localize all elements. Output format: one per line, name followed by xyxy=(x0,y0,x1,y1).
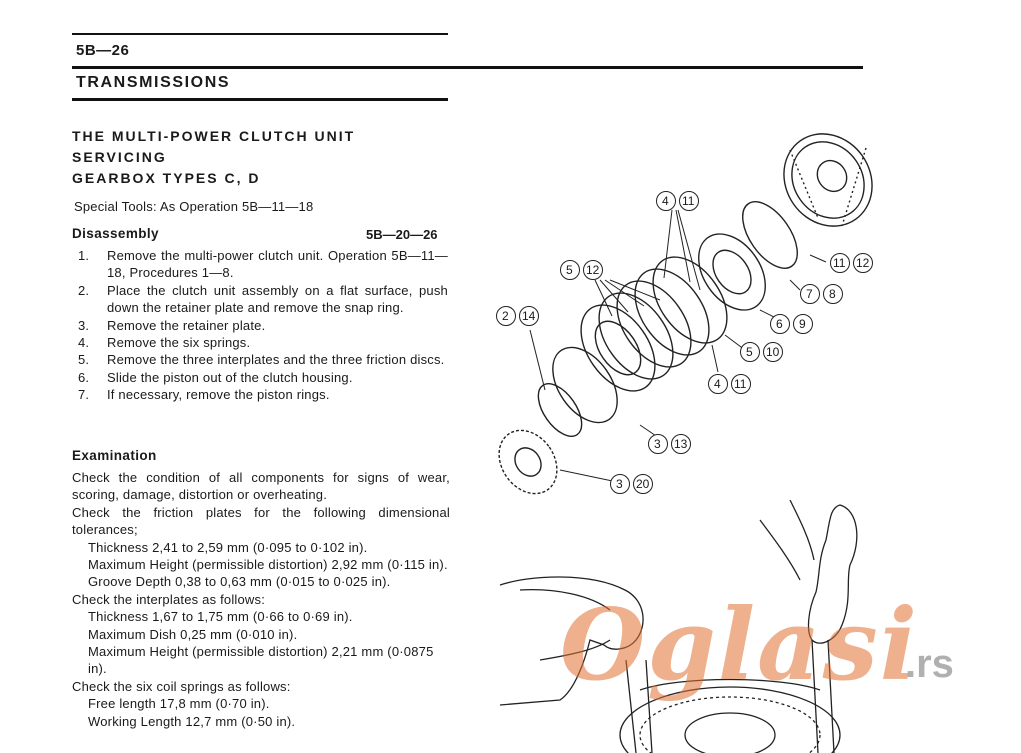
callout-circles xyxy=(830,253,873,273)
friction-max-height: Maximum Height (permissible distortion) … xyxy=(88,557,448,573)
hand-illustration xyxy=(499,500,858,753)
clutch-housing xyxy=(783,133,873,227)
callout-circles xyxy=(770,314,813,334)
examination-title: Examination xyxy=(72,448,157,463)
watermark-logo: Oglasi xyxy=(560,588,920,703)
spring-working-length: Working Length 12,7 mm (0·50 in). xyxy=(88,713,296,729)
top-rule xyxy=(72,33,448,35)
callout-circles xyxy=(708,374,751,394)
exam-paragraph: Check the six coil springs as follows: xyxy=(72,678,291,694)
disassembly-steps: 1.Remove the multi-power clutch unit. Op… xyxy=(78,247,448,404)
spring-free-length: Free length 17,8 mm (0·70 in). xyxy=(88,696,270,712)
step-item: 5.Remove the three interplates and the t… xyxy=(78,352,445,368)
step-item: 7.If necessary, remove the piston rings. xyxy=(78,387,330,403)
step-item: 2.Place the clutch unit assembly on a fl… xyxy=(78,282,448,316)
heading-line-2: SERVICING xyxy=(72,149,167,165)
page-number: 5B—26 xyxy=(76,42,130,59)
disassembly-title: Disassembly xyxy=(72,226,159,241)
step-item: 6.Slide the piston out of the clutch hou… xyxy=(78,369,353,385)
watermark-suffix: .rs xyxy=(905,642,954,686)
friction-groove-depth: Groove Depth 0,38 to 0,63 mm (0·015 to 0… xyxy=(88,574,391,590)
special-tools: Special Tools: As Operation 5B—11—18 xyxy=(74,199,314,214)
heading-line-3: GEARBOX TYPES C, D xyxy=(72,170,261,186)
leader-lines xyxy=(529,209,827,484)
callout-circles xyxy=(610,474,653,494)
interplate-thickness: Thickness 1,67 to 1,75 mm (0·66 to 0·69 … xyxy=(88,609,353,625)
exam-paragraph: Check the interplates as follows: xyxy=(72,591,266,607)
examination-body: Check the condition of all components fo… xyxy=(72,469,450,730)
section-rule xyxy=(72,98,448,101)
piston xyxy=(552,346,618,424)
operation-number: 5B—20—26 xyxy=(366,227,438,242)
callout-circles xyxy=(648,434,691,454)
piston-ring xyxy=(537,383,583,437)
step-item: 1.Remove the multi-power clutch unit. Op… xyxy=(78,248,448,281)
snap-ring xyxy=(742,201,798,269)
callout-circles xyxy=(800,284,843,304)
callout-circles xyxy=(560,260,603,280)
drive-gear xyxy=(498,429,558,495)
step-item: 4.Remove the six springs. xyxy=(78,335,251,351)
callout-circles xyxy=(740,342,783,362)
heading-line-1: THE MULTI-POWER CLUTCH UNIT xyxy=(72,128,356,144)
section-title: TRANSMISSIONS xyxy=(76,74,231,91)
step-item: 3.Remove the retainer plate. xyxy=(78,317,266,333)
operation-heading: THE MULTI-POWER CLUTCH UNIT SERVICING GE… xyxy=(72,126,355,189)
callout-circles xyxy=(656,191,699,211)
interplate-max-height: Maximum Height (permissible distortion) … xyxy=(88,644,434,677)
exam-paragraph: Check the friction plates for the follow… xyxy=(72,504,450,538)
plate-stack xyxy=(580,256,728,392)
callout-circles xyxy=(496,306,539,326)
friction-thickness: Thickness 2,41 to 2,59 mm (0·095 to 0·10… xyxy=(88,539,368,555)
header-rule xyxy=(72,66,863,69)
retainer-plate xyxy=(698,233,766,311)
exploded-clutch-diagram xyxy=(498,133,873,495)
exam-paragraph: Check the condition of all components fo… xyxy=(72,470,450,503)
interplate-dish: Maximum Dish 0,25 mm (0·010 in). xyxy=(88,626,298,642)
